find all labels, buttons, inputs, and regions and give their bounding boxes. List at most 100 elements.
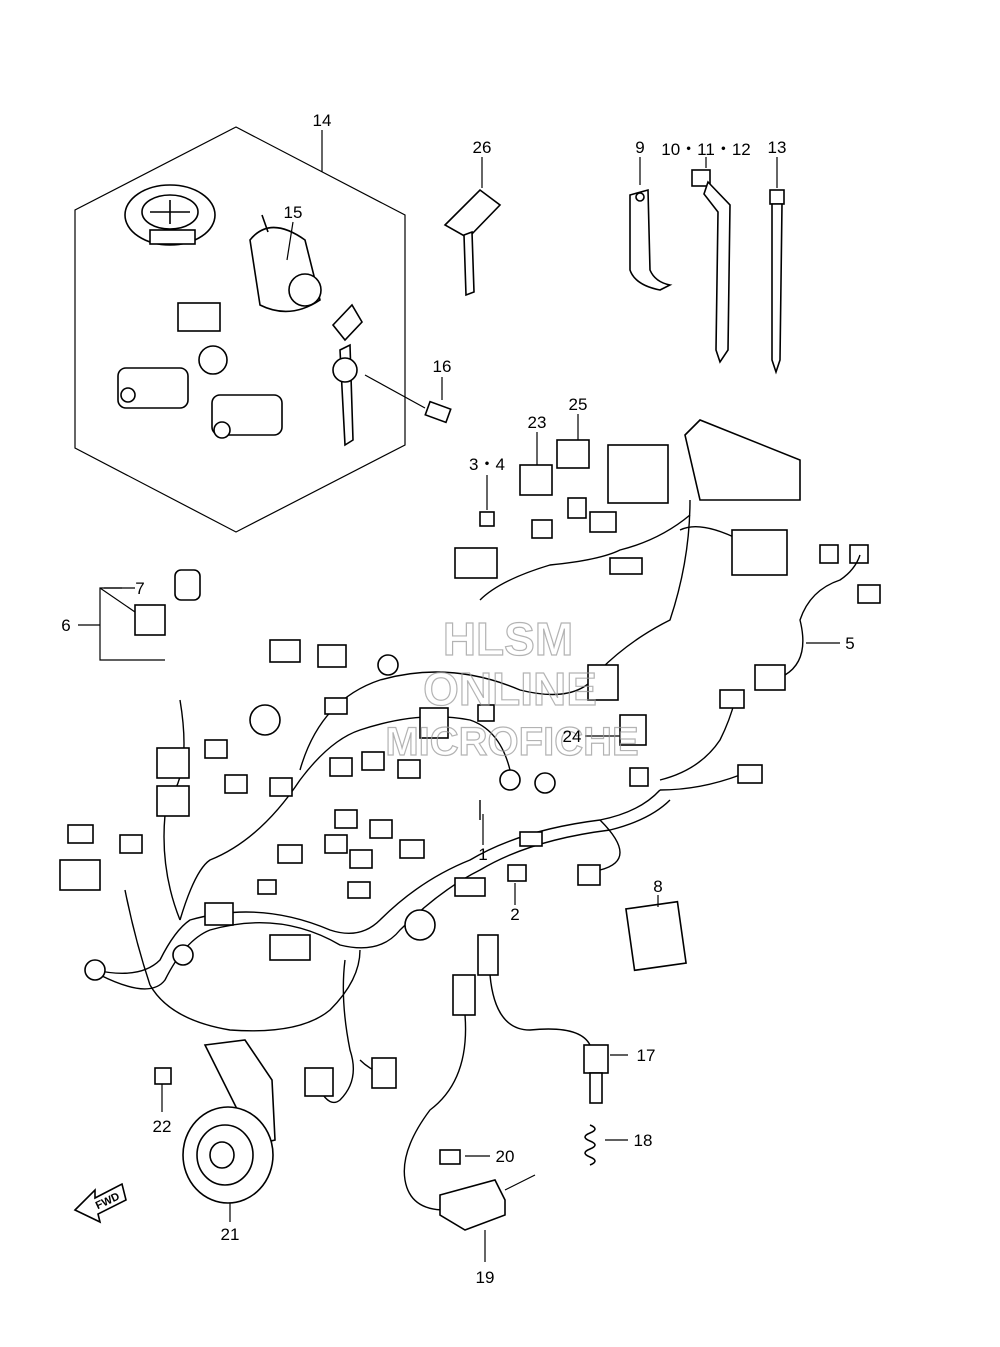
subharness-5 [784,554,861,676]
callout-1: 1 [478,845,487,864]
connector-x [249,704,281,736]
bolt-22 [154,1067,172,1085]
leader-lines [78,414,840,907]
callout-17: 17 [637,1046,656,1065]
key-26 [443,157,502,297]
relay-23 [519,464,553,496]
connector-5a [819,544,839,564]
callout-14: 14 [313,111,332,130]
callout-3-4: 3・4 [469,455,505,474]
connector-ap [499,769,521,791]
callout-6: 6 [61,616,70,635]
spring-18 [584,1124,596,1166]
callout-25: 25 [569,395,588,414]
callout-5: 5 [845,634,854,653]
helmet-lock [211,394,283,436]
connector-left-d [84,959,106,981]
connector-ac [419,707,449,739]
ecm-connector [684,419,801,501]
callout-21: 21 [221,1225,240,1244]
connector-17 [477,934,499,976]
connector-ak [719,689,745,709]
connector-ag [589,511,617,533]
connector-ai [731,529,788,576]
watermark-line1: HLSM [443,613,573,665]
connector-p [369,819,393,839]
connector-5b [849,544,869,564]
connector-ae [531,519,553,539]
switch-19-assembly [403,974,536,1262]
connector-n [324,834,348,854]
callout-22: 22 [153,1117,172,1136]
bolt-20 [439,1149,461,1165]
connector-19 [452,974,476,1016]
lock-set-group [74,126,406,533]
callout-24: 24 [563,727,582,746]
connector-y [269,639,301,663]
connector-am [629,767,649,787]
watermark: HLSM ONLINE MICROFICHE [385,612,640,764]
lock-key [331,303,363,447]
leader-15 [286,221,294,261]
callout-19: 19 [476,1268,495,1287]
connector-aq [534,772,556,794]
connector-5c [857,584,881,604]
bolt-16 [364,374,452,424]
seat-lock-keyhole [120,387,136,403]
callout-13: 13 [768,138,787,157]
connector-left-e [172,944,194,966]
callout-16: 16 [433,357,452,376]
callout-2: 2 [510,905,519,924]
lock-cylinder [198,345,228,375]
connector-z [317,644,347,668]
horn-21-assembly [154,1039,276,1222]
fwd-arrow: FWD [73,1182,127,1224]
connector-7 [174,569,201,601]
connector-v [397,759,421,779]
callout-10-12: 10・11・12 [661,140,750,159]
connector-main-b [156,785,190,817]
connector-f [204,902,234,926]
clamp-9 [629,157,673,291]
connector-m [349,849,373,869]
connector-h [269,934,311,961]
connector-ad [477,704,495,722]
callout-18: 18 [634,1131,653,1150]
connector-as [371,1057,397,1089]
fuse-3-4 [479,511,495,527]
connector-2 [507,864,527,882]
connector-w [204,739,228,759]
callout-numbers: 14 15 16 26 9 10・11・12 13 23 25 3・4 7 6 … [61,111,854,1287]
connector-s [269,777,293,797]
helmet-lock-keyhole [213,421,231,439]
label-8 [625,900,687,972]
connector-main-a [156,747,190,779]
callout-9: 9 [635,138,644,157]
connector-left-a [59,859,101,891]
connector-ao [519,831,543,847]
fuse-box [607,444,669,504]
callout-23: 23 [528,413,547,432]
seat-lock [117,367,189,409]
relay-25 [556,439,590,469]
connector-left-b [67,824,94,844]
ignition-switch [249,214,322,313]
callout-26: 26 [473,138,492,157]
connector-ab [377,654,399,676]
connector-an [577,864,601,886]
connector-ar [304,1067,334,1097]
connector-af [567,497,587,519]
connector-g [257,879,277,895]
fuel-cap [124,184,216,246]
cable-tie-13 [769,157,785,375]
connector-l [277,844,303,864]
callout-7: 7 [135,579,144,598]
switch-17-assembly [477,934,628,1166]
stop-switch-17-body [589,1072,603,1104]
connector-ah [609,557,643,575]
watermark-line2: ONLINE [423,663,597,715]
connector-i [454,877,486,897]
relay-connector [454,547,498,579]
